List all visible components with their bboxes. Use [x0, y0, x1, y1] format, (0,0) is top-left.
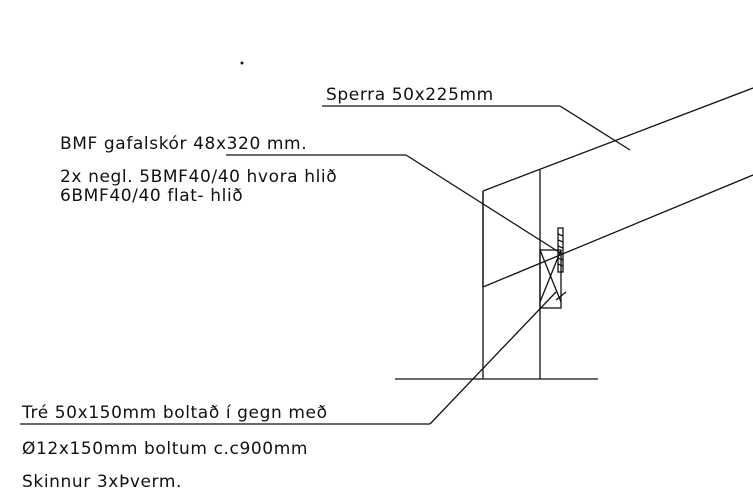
tre-label-3: Skinnur 3xÞverm.: [22, 472, 183, 492]
nail-tick-6: [557, 263, 564, 267]
hanger-flap: [555, 291, 567, 301]
rafter-bottom-edge: [482, 174, 753, 288]
sperra-label: Sperra 50x225mm: [326, 85, 494, 105]
nail-tick-2: [557, 239, 564, 243]
bmf-nail-note-1: 2x negl. 5BMF40/40 hvora hlið: [60, 167, 338, 187]
nail-tick-1: [557, 233, 564, 237]
nail-shaft: [557, 227, 564, 273]
tre-label-2: Ø12x150mm boltum c.c900mm: [22, 439, 309, 459]
sperra-leader: [559, 105, 631, 151]
nail-tick-5: [557, 257, 564, 261]
tre-leader: [429, 291, 557, 425]
bmf-title-label: BMF gafalskór 48x320 mm.: [60, 134, 308, 154]
hanger-bracket: [539, 249, 562, 309]
nail-tick-3: [557, 245, 564, 249]
rafter-top-edge: [482, 87, 753, 192]
bmf-nail-note-2: 6BMF40/40 flat- hlið: [60, 186, 244, 206]
tre-label-1: Tré 50x150mm boltað í gegn með: [22, 403, 328, 423]
bmf-leader: [405, 154, 563, 255]
stray-dot: [240, 61, 244, 65]
